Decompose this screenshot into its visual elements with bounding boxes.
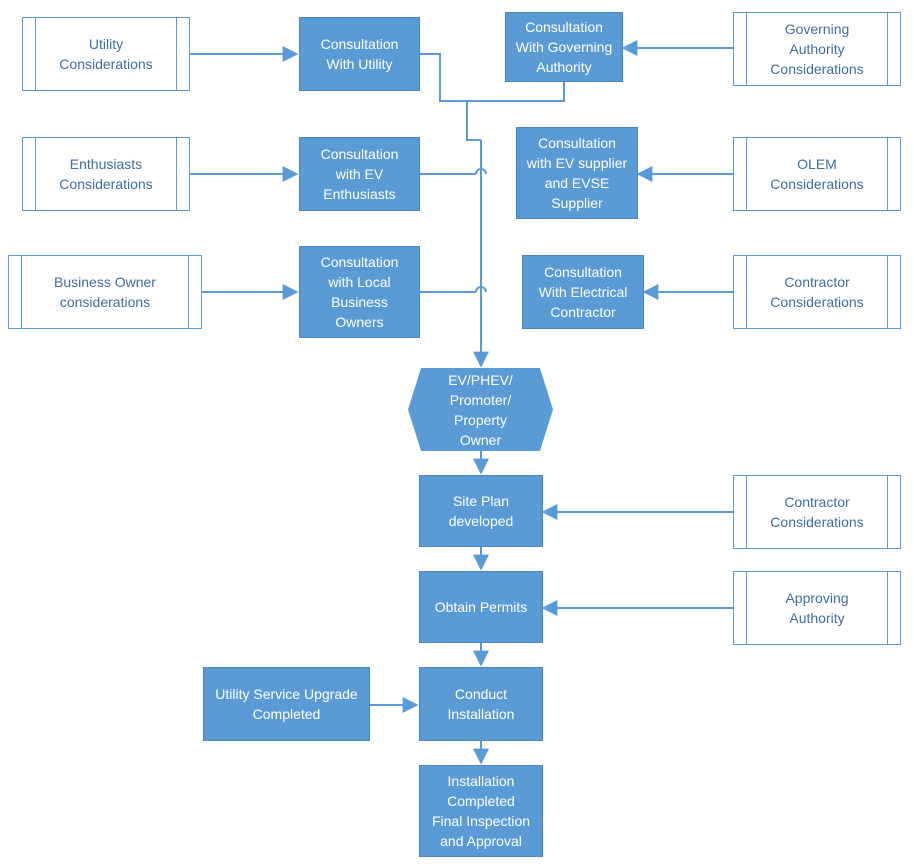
conduct-installation: Conduct Installation xyxy=(419,667,543,741)
approving-authority-label: Approving Authority xyxy=(785,590,849,626)
contractor-considerations-top: Contractor Considerations xyxy=(733,255,901,329)
business-owner-considerations-label: Business Owner considerations xyxy=(54,274,156,310)
consultation-with-utility: Consultation With Utility xyxy=(299,17,420,91)
consultation-with-ev-enthusiasts-label: Consultation with EV Enthusiasts xyxy=(320,146,399,202)
business-owner-considerations: Business Owner considerations xyxy=(8,255,202,329)
enthusiasts-considerations: Enthusiasts Considerations xyxy=(22,137,190,211)
approving-authority: Approving Authority xyxy=(733,571,901,645)
consultation-with-ev-enthusiasts: Consultation with EV Enthusiasts xyxy=(299,137,420,211)
installation-completed: Installation Completed Final Inspection … xyxy=(419,765,543,857)
utility-service-upgrade-completed: Utility Service Upgrade Completed xyxy=(203,667,370,741)
governing-authority-considerations: Governing Authority Considerations xyxy=(733,12,901,86)
consultation-with-governing-authority-label: Consultation With Governing Authority xyxy=(515,19,613,75)
contractor-considerations-site-label: Contractor Considerations xyxy=(770,494,864,530)
consultation-with-ev-supplier: Consultation with EV supplier and EVSE S… xyxy=(516,127,638,219)
consultation-with-ev-supplier-label: Consultation with EV supplier and EVSE S… xyxy=(526,135,628,211)
installation-completed-label: Installation Completed Final Inspection … xyxy=(431,773,531,849)
consultation-with-utility-label: Consultation With Utility xyxy=(320,36,399,72)
consultation-with-governing-authority: Consultation With Governing Authority xyxy=(505,12,623,82)
connector-governing-to-hub xyxy=(467,82,565,102)
site-plan-developed-label: Site Plan developed xyxy=(448,493,514,529)
hub-label: EV/PHEV/ Promoter/ Property Owner xyxy=(448,371,513,448)
consultation-with-local-business-label: Consultation with Local Business Owners xyxy=(320,254,399,330)
consultation-with-electrical-contractor-label: Consultation With Electrical Contractor xyxy=(538,264,628,320)
olem-considerations-label: OLEM Considerations xyxy=(770,156,864,192)
governing-authority-considerations-label: Governing Authority Considerations xyxy=(770,21,864,77)
enthusiasts-considerations-label: Enthusiasts Considerations xyxy=(59,156,153,192)
olem-considerations: OLEM Considerations xyxy=(733,137,901,211)
hub-hexagon: EV/PHEV/ Promoter/ Property Owner xyxy=(408,368,553,451)
conduct-installation-label: Conduct Installation xyxy=(447,686,515,722)
consultation-with-local-business: Consultation with Local Business Owners xyxy=(299,246,420,338)
utility-considerations: Utility Considerations xyxy=(22,17,190,91)
consultation-with-electrical-contractor: Consultation With Electrical Contractor xyxy=(522,255,644,329)
obtain-permits-label: Obtain Permits xyxy=(434,599,528,615)
site-plan-developed: Site Plan developed xyxy=(419,475,543,547)
connector-utility-to-hub xyxy=(420,53,481,141)
utility-considerations-label: Utility Considerations xyxy=(59,36,153,72)
contractor-considerations-site: Contractor Considerations xyxy=(733,475,901,549)
contractor-considerations-top-label: Contractor Considerations xyxy=(770,274,864,310)
utility-service-upgrade-completed-label: Utility Service Upgrade Completed xyxy=(215,686,358,722)
obtain-permits: Obtain Permits xyxy=(419,571,543,643)
